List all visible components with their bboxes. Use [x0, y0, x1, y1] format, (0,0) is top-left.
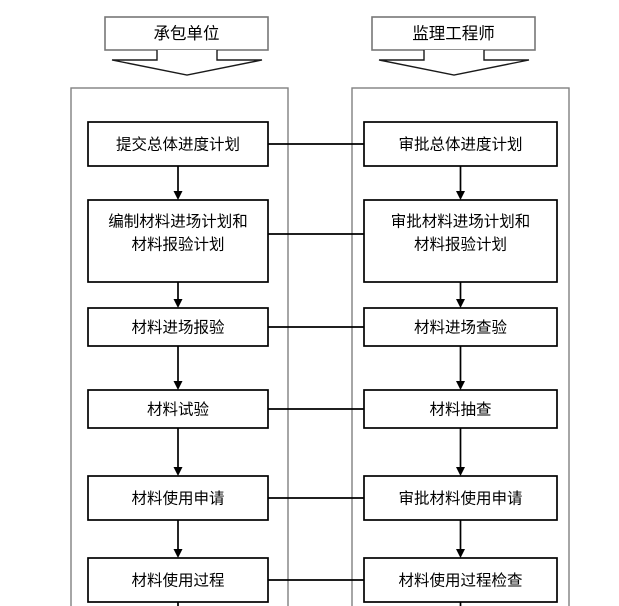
process-label-l5-line1: 材料使用申请: [131, 490, 224, 508]
flow-arrow-supervisor-1-head: [456, 191, 465, 200]
process-label-r6-line1: 材料使用过程检查: [398, 572, 522, 590]
flow-arrow-supervisor-2-head: [456, 299, 465, 308]
lane-panel-contractor: [70, 87, 289, 606]
process-label-l2-line2: 材料报验计划: [131, 236, 224, 254]
flow-arrow-contractor-3-head: [173, 381, 183, 390]
process-box-l2[interactable]: [87, 199, 269, 283]
flow-arrow-contractor-2-head: [173, 299, 183, 308]
process-box-r1[interactable]: [363, 121, 558, 167]
flow-arrow-contractor-5-head: [173, 549, 183, 558]
process-label-l2-line1: 编制材料进场计划和: [108, 213, 248, 231]
process-label-l1-line1: 提交总体进度计划: [116, 136, 240, 154]
process-box-r3[interactable]: [363, 307, 558, 347]
process-nodes-group: 提交总体进度计划编制材料进场计划和材料报验计划材料进场报验材料试验材料使用申请材…: [87, 121, 558, 603]
lane-header-label-contractor: 承包单位: [154, 24, 220, 43]
lane-panel-supervisor: [351, 87, 570, 606]
process-label-r1-line1: 审批总体进度计划: [398, 136, 522, 154]
flow-arrow-contractor-1-head: [173, 191, 183, 200]
process-box-l1[interactable]: [87, 121, 269, 167]
process-label-l3-line1: 材料进场报验: [131, 319, 225, 337]
lane-panels-group: [70, 87, 570, 606]
flow-arrow-supervisor-4-head: [456, 467, 465, 476]
process-label-r5-line1: 审批材料使用申请: [398, 490, 522, 508]
process-box-r2[interactable]: [363, 199, 558, 283]
lane-headers-group: 承包单位 监理工程师: [104, 16, 536, 76]
flow-arrow-supervisor-5-head: [456, 549, 465, 558]
lane-entry-arrow-supervisor: [378, 50, 530, 76]
process-label-l4-line1: 材料试验: [147, 401, 210, 419]
flow-arrow-supervisor-3-head: [456, 381, 465, 390]
process-label-r3-line1: 材料进场查验: [414, 319, 508, 337]
flow-arrow-contractor-4-head: [173, 467, 183, 476]
lane-entry-arrow-contractor: [111, 50, 263, 76]
process-label-r4-line1: 材料抽查: [429, 401, 491, 419]
process-box-l6[interactable]: [87, 557, 269, 603]
connectors-group: [173, 143, 465, 606]
process-label-r2-line1: 审批材料进场计划和: [391, 213, 531, 231]
process-box-l5[interactable]: [87, 475, 269, 521]
process-label-l6-line1: 材料使用过程: [131, 572, 224, 590]
process-label-r2-line2: 材料报验计划: [414, 236, 507, 254]
lane-header-label-supervisor: 监理工程师: [412, 24, 495, 43]
process-box-l3[interactable]: [87, 307, 269, 347]
lane-header-box-contractor[interactable]: [104, 16, 269, 51]
process-box-r4[interactable]: [363, 389, 558, 429]
lane-header-box-supervisor[interactable]: [371, 16, 536, 51]
process-box-l4[interactable]: [87, 389, 269, 429]
process-box-r5[interactable]: [363, 475, 558, 521]
process-box-r6[interactable]: [363, 557, 558, 603]
